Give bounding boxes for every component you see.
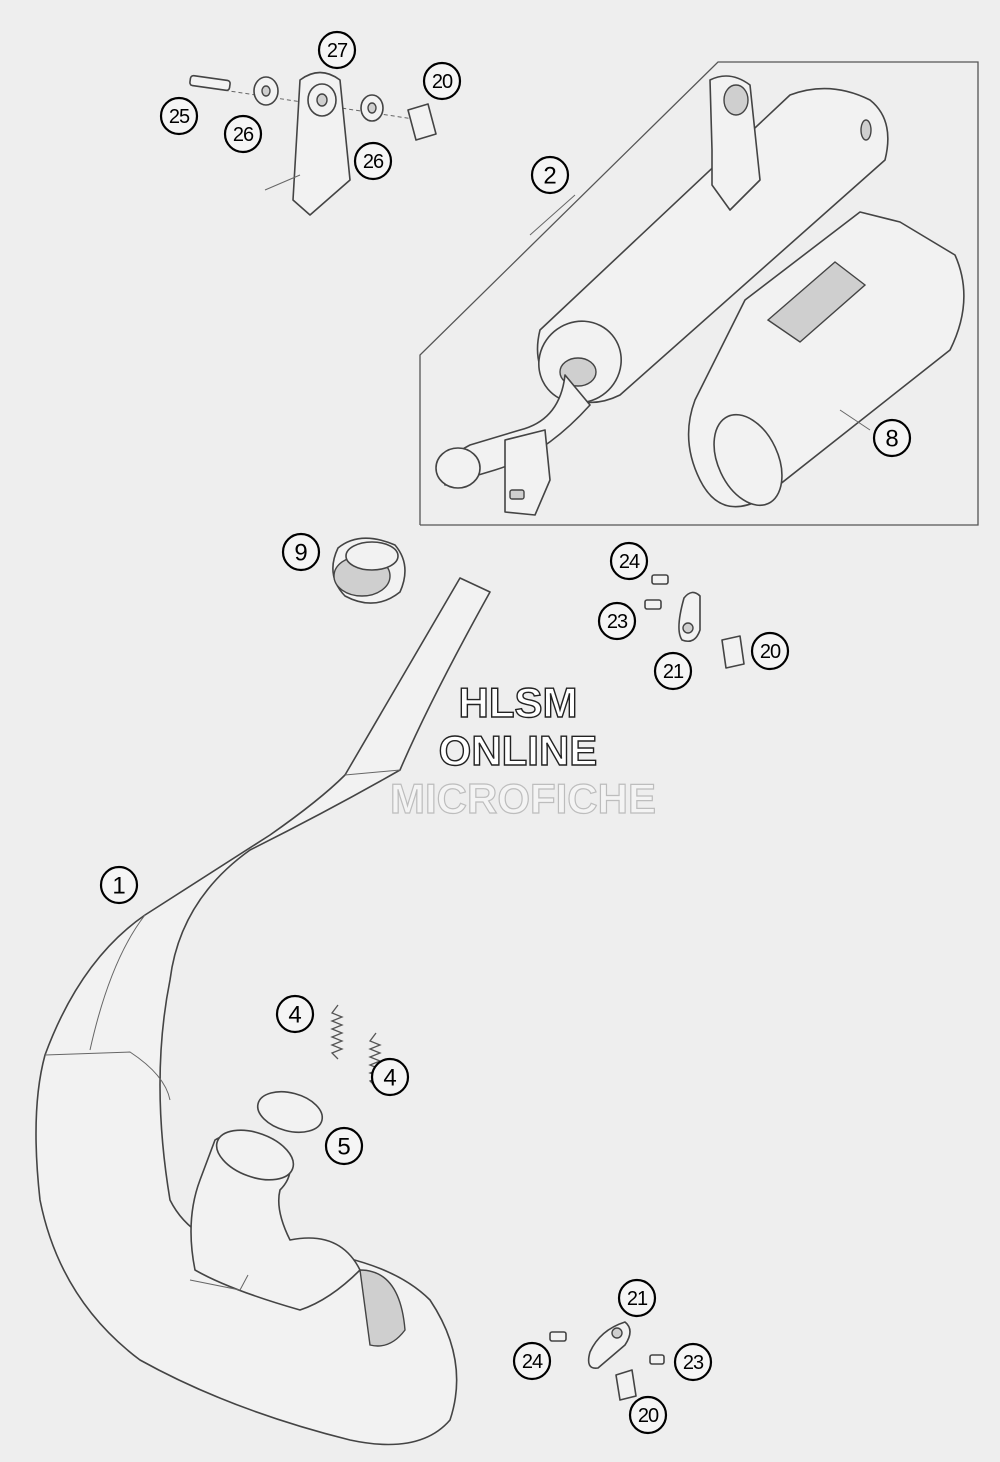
callout-4-b: 4 [370,1057,410,1097]
svg-text:5: 5 [337,1134,350,1161]
callout-20-mid: 20 [750,631,790,671]
callout-20-bot: 20 [628,1395,668,1435]
svg-text:21: 21 [663,661,684,683]
exhaust-pipe-part-1 [35,577,491,1446]
heat-shield-part-8 [687,211,965,508]
silencer-part-2 [435,75,889,516]
svg-text:24: 24 [619,551,640,573]
gasket-part-5 [256,1090,324,1134]
grommet-part-9 [332,537,406,604]
svg-text:4: 4 [288,1002,301,1029]
svg-text:27: 27 [327,40,348,62]
callout-24-mid: 24 [609,541,649,581]
svg-text:2: 2 [543,163,556,190]
callout-23-bot: 23 [673,1342,713,1382]
callout-21-mid: 21 [653,651,693,691]
svg-text:24: 24 [522,1351,543,1373]
spring-part-4-upper [330,1004,344,1060]
callout-25: 25 [159,96,199,136]
svg-text:20: 20 [432,71,453,93]
svg-text:21: 21 [627,1288,648,1310]
watermark: HLSM ONLINE MICROFICHE [389,678,656,822]
svg-text:9: 9 [294,540,307,567]
svg-text:4: 4 [383,1065,396,1092]
callout-24-bot: 24 [512,1341,552,1381]
watermark-line-1: HLSM [459,679,578,726]
watermark-line-3: MICROFICHE [390,775,656,822]
callout-8: 8 [872,418,912,458]
mid-mount-assembly [644,574,745,669]
callout-5: 5 [324,1126,364,1166]
callout-4-a: 4 [275,994,315,1034]
callout-21-bot: 21 [617,1278,657,1318]
callout-1: 1 [99,865,139,905]
svg-text:23: 23 [683,1352,704,1374]
watermark-line-2: ONLINE [439,727,598,774]
callout-20-top: 20 [422,61,462,101]
silencer-detail-frame [419,61,979,526]
svg-text:8: 8 [885,426,898,453]
svg-text:26: 26 [363,151,384,173]
svg-text:25: 25 [169,106,190,128]
callout-27-top: 27 [317,30,357,70]
svg-text:1: 1 [112,873,125,900]
callout-26-b: 26 [353,141,393,181]
bottom-mount-assembly [549,1321,665,1401]
svg-text:23: 23 [607,611,628,633]
callout-26-a: 26 [223,114,263,154]
callout-9: 9 [281,532,321,572]
svg-text:20: 20 [638,1405,659,1427]
svg-text:26: 26 [233,124,254,146]
callout-2: 2 [530,155,570,195]
callout-23-mid: 23 [597,601,637,641]
top-mount-assembly [189,71,437,216]
svg-text:20: 20 [760,641,781,663]
